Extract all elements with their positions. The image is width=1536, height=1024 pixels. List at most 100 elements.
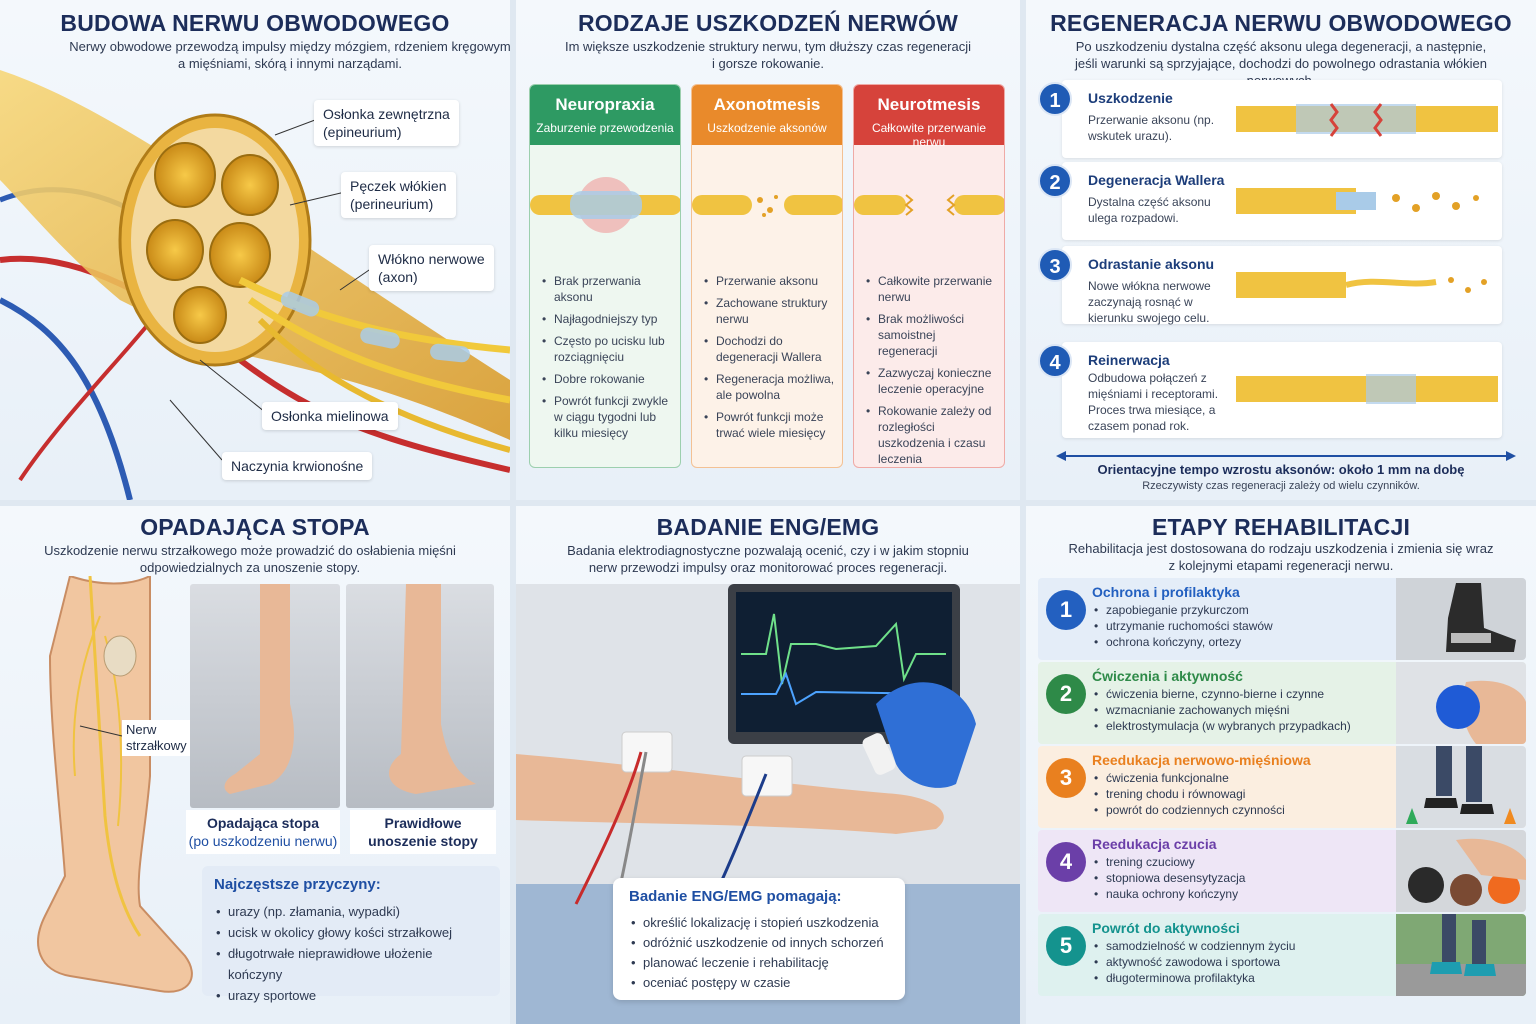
regeneration-step-1: Uszkodzenie Przerwanie aksonu (np. wskut… — [1062, 80, 1502, 158]
panel-subtitle: Im większe uszkodzenie struktury nerwu, … — [564, 39, 972, 71]
orthosis-photo — [1396, 578, 1526, 660]
rehab-stage-1: 1 Ochrona i profilaktyka zapobieganie pr… — [1038, 578, 1526, 660]
panel-subtitle: Uszkodzenie nerwu strzałkowego może prow… — [44, 543, 456, 575]
stage-number: 4 — [1046, 842, 1086, 882]
card-item: Często po ucisku lub rozciągnięciu — [542, 333, 674, 365]
panel-title: RODZAJE USZKODZEŃ NERWÓW — [577, 10, 959, 36]
stage-title: Ćwiczenia i aktywność — [1092, 668, 1243, 684]
emg-benefits-list: określić lokalizację i stopień uszkodzen… — [629, 913, 889, 993]
panel-rehabilitation-stages: ETAPY REHABILITACJI Rehabilitacja jest d… — [1026, 506, 1536, 1024]
card-header: Axonotmesis Uszkodzenie aksonów — [692, 85, 842, 145]
foot-drop-photo — [190, 584, 340, 808]
stage-items: samodzielność w codziennym życiu aktywno… — [1092, 938, 1295, 986]
card-header: Neurotmesis Całkowite przerwanie nerwu — [854, 85, 1004, 149]
panel-eng-emg: BADANIE ENG/EMG Badania elektrodiagnosty… — [516, 506, 1020, 1024]
regeneration-note: Rzeczywisty czas regeneracji zależy od w… — [1142, 480, 1420, 492]
regeneration-step-3: Odrastanie aksonu Nowe włókna nerwowe za… — [1062, 246, 1502, 325]
peroneal-nerve-label: Nerw strzałkowy — [122, 720, 191, 756]
card-item: Zazwyczaj konieczne leczenie operacyjne — [866, 365, 998, 397]
stage-title: Ochrona i profilaktyka — [1092, 584, 1240, 600]
step-number: 2 — [1038, 164, 1072, 198]
benefit-item: odróżnić uszkodzenie od innych schorzeń — [629, 933, 889, 953]
perineurium-label: Pęczek włókien (perineurium) — [341, 172, 456, 218]
walking-photo — [1396, 914, 1526, 996]
cause-item: urazy sportowe — [214, 985, 488, 1006]
card-item: Brak możliwości samoistnej regeneracji — [866, 311, 998, 359]
stage-title: Reedukacja czucia — [1092, 836, 1217, 852]
step-number: 4 — [1038, 344, 1072, 378]
panel-title: REGENERACJA NERWU OBWODOWEGO — [1050, 10, 1512, 36]
rehab-stage-2: 2 Ćwiczenia i aktywność ćwiczenia bierne… — [1038, 662, 1526, 744]
panel-title: OPADAJĄCA STOPA — [140, 514, 370, 540]
cause-item: urazy (np. złamania, wypadki) — [214, 901, 488, 922]
benefit-item: oceniać postępy w czasie — [629, 973, 889, 993]
panel-subtitle: Nerwy obwodowe przewodzą impulsy między … — [69, 39, 510, 71]
rehab-stage-3: 3 Reedukacja nerwowo-mięśniowa ćwiczenia… — [1038, 746, 1526, 828]
causes-title: Najczęstsze przyczyny: — [214, 876, 381, 893]
vessels-label: Naczynia krwionośne — [222, 452, 373, 480]
card-items: Brak przerwania aksonu Najłagodniejszy t… — [542, 273, 674, 447]
cause-item: ucisk w okolicy głowy kości strzałkowej — [214, 922, 488, 943]
neurotmesis-nerve-image — [854, 194, 1004, 216]
panel-nerve-regeneration: REGENERACJA NERWU OBWODOWEGO Po uszkodze… — [1026, 0, 1536, 500]
step-number: 1 — [1038, 82, 1072, 116]
normal-foot-caption: Prawidłowe unoszenie stopy — [350, 810, 496, 854]
card-item: Regeneracja możliwa, ale powolna — [704, 371, 836, 403]
benefit-item: planować leczenie i rehabilitację — [629, 953, 889, 973]
step-degeneration-image — [1236, 188, 1479, 214]
card-item: Zachowane struktury nerwu — [704, 295, 836, 327]
rehab-stage-4: 4 Reedukacja czucia trening czuciowy sto… — [1038, 830, 1526, 912]
card-item: Dobre rokowanie — [542, 371, 674, 387]
panel-subtitle: Badania elektrodiagnostyczne pozwalają o… — [567, 543, 969, 575]
stage-number: 2 — [1046, 674, 1086, 714]
stage-number: 3 — [1046, 758, 1086, 798]
panel-nerve-injury-types: RODZAJE USZKODZEŃ NERWÓW Im większe uszk… — [516, 0, 1020, 500]
stage-items: ćwiczenia bierne, czynno-bierne i czynne… — [1092, 686, 1351, 734]
gait-training-photo — [1396, 746, 1526, 828]
emg-benefits-box: Badanie ENG/EMG pomagają: określić lokal… — [613, 878, 905, 1000]
card-item: Całkowite przerwanie nerwu — [866, 273, 998, 305]
epineurium-label: Osłonka zewnętrzna (epineurium) — [314, 100, 459, 146]
panel-subtitle: Rehabilitacja jest dostosowana do rodzaj… — [1068, 541, 1494, 573]
card-item: Najłagodniejszy typ — [542, 311, 674, 327]
benefit-item: określić lokalizację i stopień uszkodzen… — [629, 913, 889, 933]
neuropraxia-nerve-image — [530, 177, 680, 233]
cause-item: długotrwałe nieprawidłowe ułożenie kończ… — [214, 943, 488, 985]
timeline-arrow — [1056, 451, 1516, 461]
panel-title: BUDOWA NERWU OBWODOWEGO — [60, 10, 450, 36]
exercise-ball-photo — [1396, 662, 1526, 744]
panel-title: BADANIE ENG/EMG — [656, 514, 880, 540]
regeneration-step-2: Degeneracja Wallera Dystalna część akson… — [1062, 162, 1502, 240]
card-item: Powrót funkcji może trwać wiele miesięcy — [704, 409, 836, 441]
card-item: Brak przerwania aksonu — [542, 273, 674, 305]
card-item: Powrót funkcji zwykle w ciągu tygodni lu… — [542, 393, 674, 441]
growth-rate-text: Orientacyjne tempo wzrostu aksonów: okoł… — [1097, 462, 1465, 477]
card-item: Rokowanie zależy od rozległości uszkodze… — [866, 403, 998, 467]
stage-title: Reedukacja nerwowo-mięśniowa — [1092, 752, 1311, 768]
card-items: Całkowite przerwanie nerwu Brak możliwoś… — [866, 273, 998, 467]
card-neurotmesis: Neurotmesis Całkowite przerwanie nerwu C… — [853, 84, 1005, 468]
emg-box-title: Badanie ENG/EMG pomagają: — [629, 888, 842, 905]
axon-label: Włókno nerwowe (axon) — [369, 245, 494, 291]
leg-anatomy-illustration — [37, 576, 193, 993]
card-item: Przerwanie aksonu — [704, 273, 836, 289]
card-axonotmesis: Axonotmesis Uszkodzenie aksonów Przerwan… — [691, 84, 843, 468]
nerve-cross-section-illustration — [0, 70, 510, 500]
emg-exam-photo — [516, 584, 1020, 1024]
normal-foot-image — [389, 584, 476, 794]
step-number: 3 — [1038, 248, 1072, 282]
stage-number: 5 — [1046, 926, 1086, 966]
sensory-balls-photo — [1396, 830, 1526, 912]
regeneration-step-4: Reinerwacja Odbudowa połączeń z mięśniam… — [1062, 342, 1502, 438]
causes-box: Najczęstsze przyczyny: urazy (np. złaman… — [202, 866, 500, 1006]
step-regrowth-image — [1236, 272, 1487, 298]
panel-subtitle: Po uszkodzeniu dystalna część aksonu ule… — [1075, 39, 1487, 88]
card-neuropraxia: Neuropraxia Zaburzenie przewodzenia Brak… — [529, 84, 681, 468]
step-injury-image — [1236, 103, 1498, 137]
stage-items: zapobieganie przykurczom utrzymanie ruch… — [1092, 602, 1273, 650]
panel-foot-drop: OPADAJĄCA STOPA Uszkodzenie nerwu strzał… — [0, 506, 510, 1024]
panel-nerve-structure: BUDOWA NERWU OBWODOWEGO Nerwy obwodowe p… — [0, 0, 510, 500]
panel-title: ETAPY REHABILITACJI — [1151, 514, 1411, 540]
stage-title: Powrót do aktywności — [1092, 920, 1240, 936]
stage-number: 1 — [1046, 590, 1086, 630]
